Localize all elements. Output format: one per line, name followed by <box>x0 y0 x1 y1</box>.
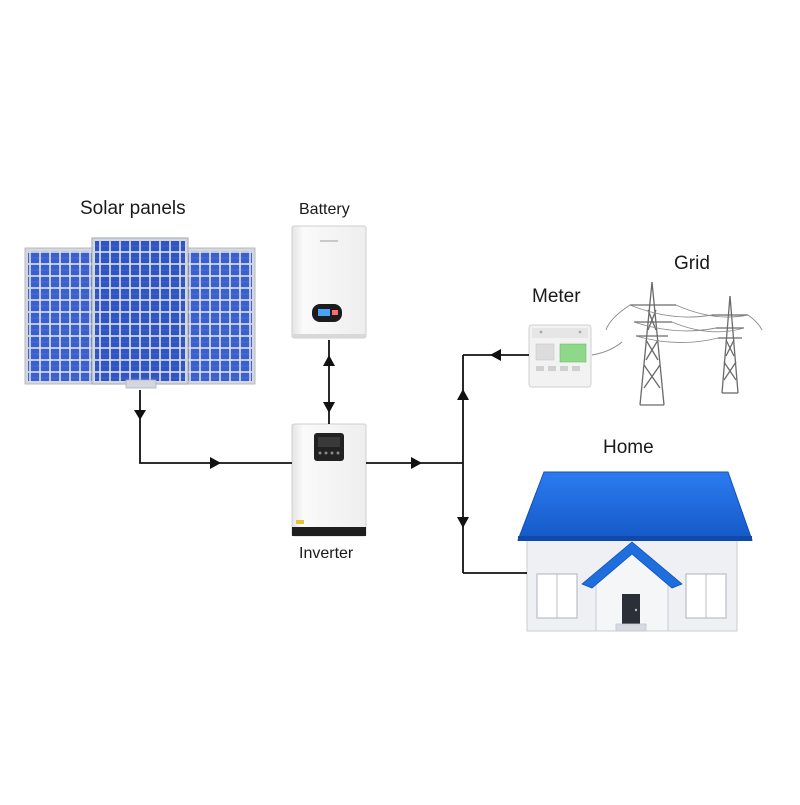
arrow-right-icon <box>210 457 221 469</box>
house-icon <box>517 471 753 632</box>
inverter-label: Inverter <box>299 545 354 562</box>
arrow-up-icon <box>323 355 335 366</box>
arrow-down-icon <box>457 517 469 528</box>
power-tower-icon <box>605 281 763 406</box>
arrow-right-icon <box>411 457 422 469</box>
flow-arrows <box>134 349 501 528</box>
meter-label: Meter <box>532 286 581 307</box>
battery-label: Battery <box>299 201 350 218</box>
arrow-left-icon <box>490 349 501 361</box>
home-label: Home <box>603 437 654 458</box>
battery-icon <box>291 225 367 339</box>
arrow-up-icon <box>457 389 469 400</box>
inverter-icon <box>291 423 367 537</box>
grid-meter-wire <box>591 341 623 356</box>
solar-panel-icon <box>24 237 256 389</box>
arrow-down-icon <box>323 402 335 413</box>
solar-panels-label: Solar panels <box>80 198 186 219</box>
meter-icon <box>528 324 592 388</box>
grid-label: Grid <box>674 253 710 274</box>
arrow-down-icon <box>134 410 146 420</box>
